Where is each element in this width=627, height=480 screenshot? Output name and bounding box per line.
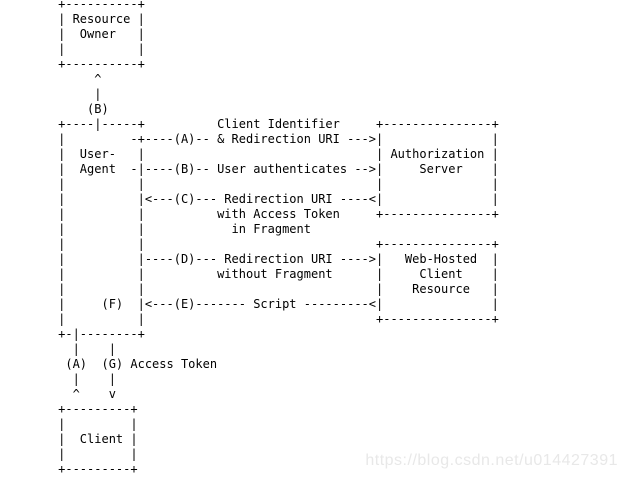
csdn-watermark: https://blog.csdn.net/u014427391 (365, 452, 618, 469)
oauth-implicit-grant-ascii-diagram: +----------+ | Resource | | Owner | | | … (58, 0, 499, 476)
